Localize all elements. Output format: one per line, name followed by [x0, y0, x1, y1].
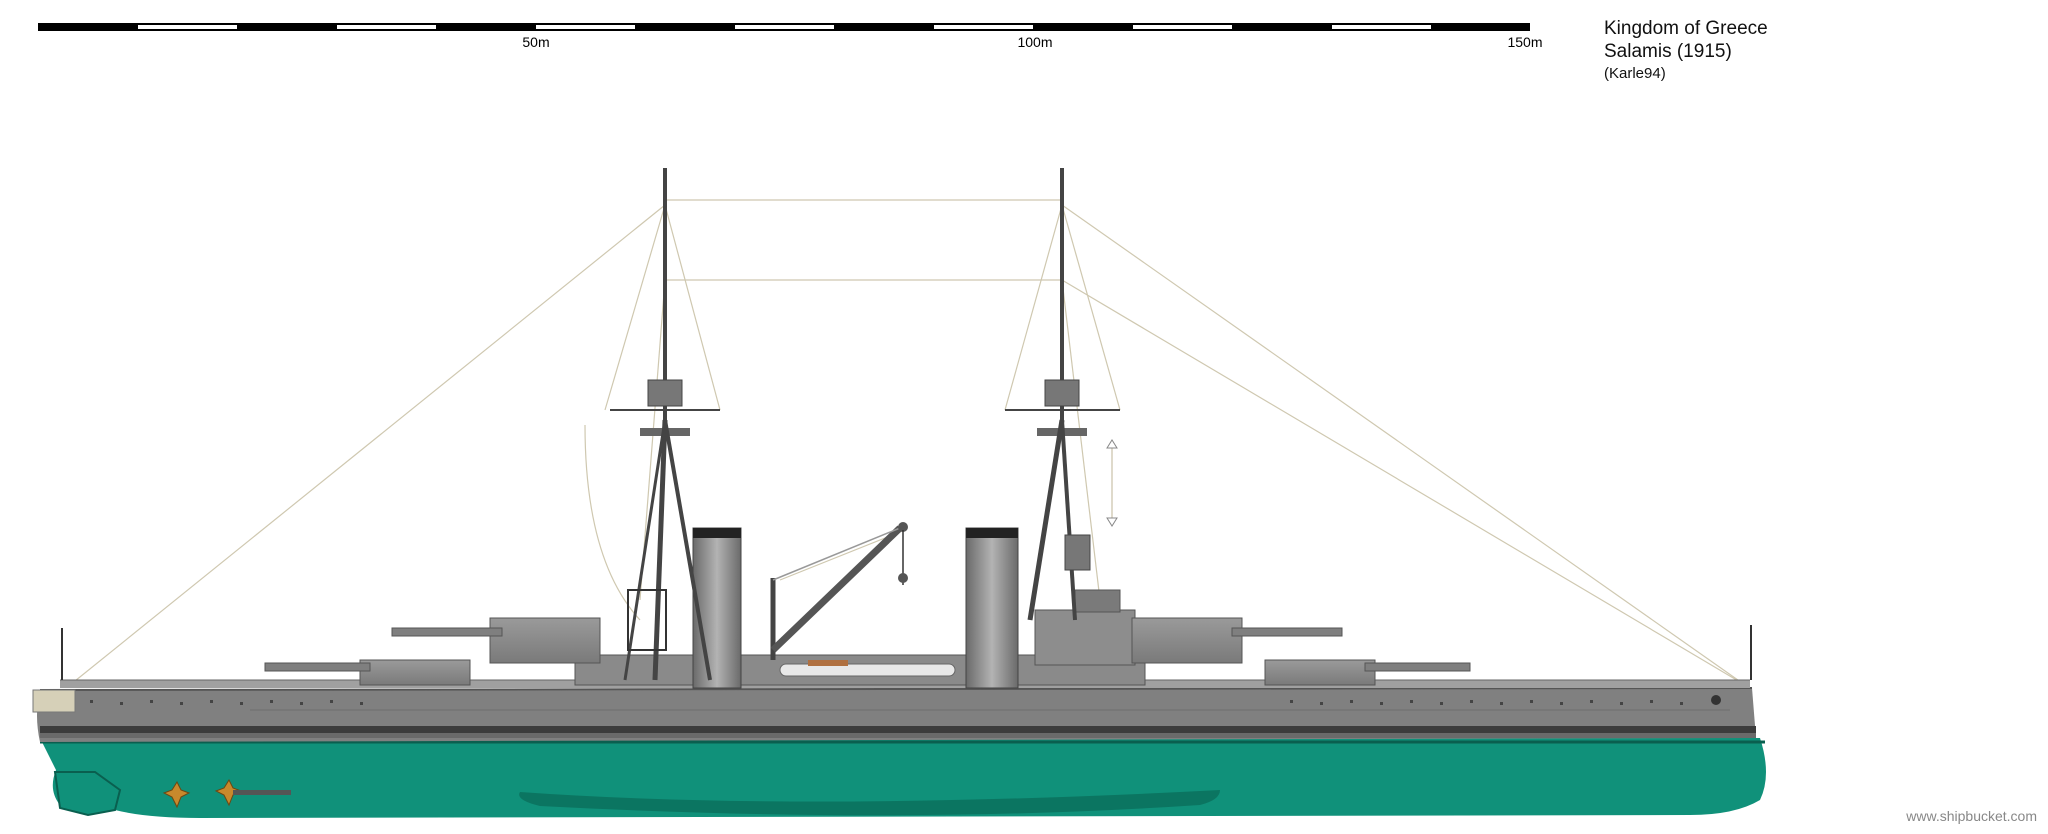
turret-fore-low: [1264, 659, 1471, 686]
rudder: [53, 771, 122, 817]
funnel-fore: [965, 527, 1019, 689]
country-name: Kingdom of Greece: [1604, 18, 1768, 39]
forward-bridge-block: [1034, 609, 1136, 666]
ship-info: Kingdom of Greece Salamis (1915) (Karle9…: [1604, 18, 1768, 84]
bilge-keel: [519, 790, 1220, 816]
scale-label-150: 150m: [1507, 34, 1543, 50]
rigging-lines: [69, 199, 1746, 686]
turret-aft-low: [264, 659, 471, 686]
watermark: www.shipbucket.com: [1906, 808, 2037, 824]
propeller-shaft: [233, 790, 291, 795]
funnel-aft: [692, 527, 742, 689]
scale-label-100: 100m: [1017, 34, 1053, 50]
armor-belt-line: [40, 726, 1756, 733]
scale-bar-graphic: [38, 23, 1530, 31]
scale-bar: 50m 100m 150m: [0, 0, 2048, 60]
anchor-icon: [1711, 695, 1721, 705]
turret-fore-high: [1131, 617, 1343, 664]
foremast: [1005, 168, 1120, 621]
ship-name: Salamis (1915): [1604, 41, 1732, 62]
turret-aft-high: [391, 617, 601, 664]
hull-underwater: [40, 738, 1766, 818]
scale-label-50: 50m: [522, 34, 550, 50]
portholes: [90, 700, 1683, 705]
ships-boat: [779, 663, 956, 677]
boat-crane: [770, 522, 908, 660]
author-credit: (Karle94): [1604, 65, 1666, 82]
mainmast: [610, 168, 720, 681]
stern-cabin: [32, 689, 76, 713]
